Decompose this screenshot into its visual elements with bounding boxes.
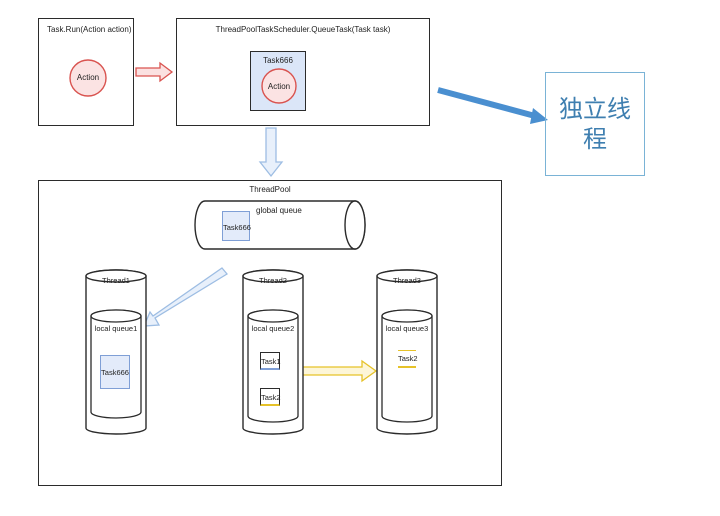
task-run-title: Task.Run(Action action) bbox=[47, 25, 132, 34]
arrow-to-independent-thread bbox=[437, 87, 548, 124]
independent-thread-label: 独立线程 bbox=[559, 95, 631, 153]
global-queue-task: Task666 bbox=[222, 211, 251, 241]
scheduler-action-label: Action bbox=[267, 82, 291, 91]
thread3-label: Thread3 bbox=[393, 276, 421, 285]
local-queue3-task: Task2 bbox=[398, 350, 418, 368]
action-label: Action bbox=[76, 73, 100, 82]
arrow-steal-task-queue2-to-queue3 bbox=[299, 359, 378, 383]
scheduler-title: ThreadPoolTaskScheduler.QueueTask(Task t… bbox=[215, 25, 391, 34]
threadpool-box: ThreadPool bbox=[38, 180, 502, 486]
global-queue-label: global queue bbox=[256, 206, 302, 215]
arrow-scheduler-to-threadpool bbox=[258, 127, 284, 178]
local-queue3-label: local queue3 bbox=[385, 324, 429, 333]
action-circle-icon bbox=[261, 68, 297, 104]
action-circle-icon bbox=[69, 59, 107, 97]
threadpool-title: ThreadPool bbox=[249, 185, 291, 194]
local-queue2-task1: Task1 bbox=[260, 352, 281, 370]
arrow-global-to-local-queue1 bbox=[142, 267, 228, 327]
local-queue1-label: local queue1 bbox=[94, 324, 138, 333]
local-queue1-task: Task666 bbox=[100, 355, 130, 389]
thread1-label: Thread1 bbox=[102, 276, 130, 285]
task-run-box: Task.Run(Action action) Action bbox=[38, 18, 134, 126]
scheduler-box: ThreadPoolTaskScheduler.QueueTask(Task t… bbox=[176, 18, 430, 126]
local-queue2-task2: Task2 bbox=[260, 388, 281, 406]
thread2-label: Thread2 bbox=[259, 276, 287, 285]
independent-thread-box: 独立线程 bbox=[545, 72, 645, 176]
arrow-taskrun-to-scheduler bbox=[135, 61, 174, 83]
scheduler-task-label: Task666 bbox=[263, 56, 293, 65]
task666-square: Task666 Action bbox=[250, 51, 306, 111]
local-queue2-label: local queue2 bbox=[251, 324, 295, 333]
